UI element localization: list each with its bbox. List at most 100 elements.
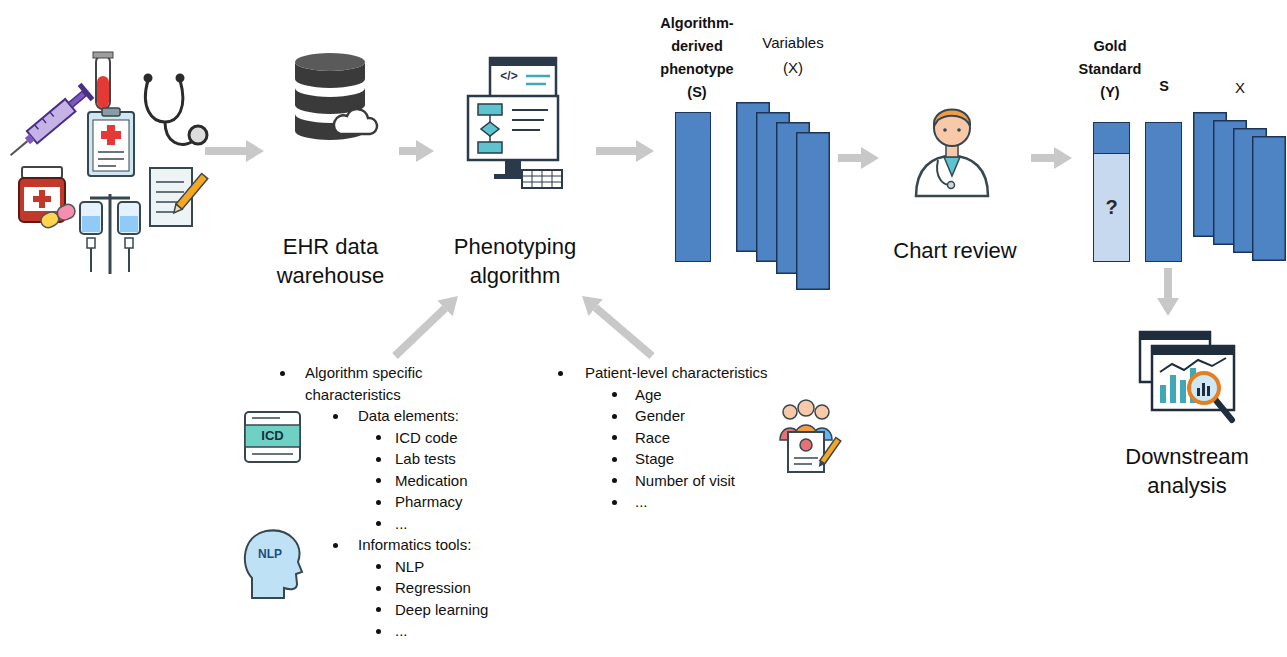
doctor-icon — [934, 110, 970, 127]
unknown-part: ? — [1094, 154, 1129, 261]
phenotype-bar: S — [1143, 5, 1185, 262]
list-text: Number of visit — [635, 472, 735, 489]
list-item: Stage — [552, 448, 817, 470]
computer-icon — [522, 170, 562, 188]
analytics-icon — [1160, 358, 1226, 372]
list-item: Lab tests — [275, 448, 540, 470]
list-item: Data elements: — [275, 405, 540, 427]
variable-stack: Variables (X) — [736, 30, 832, 292]
patients-icon — [798, 400, 814, 416]
flow-arrow — [596, 308, 652, 356]
patients-icon — [794, 457, 818, 459]
column-stack — [736, 102, 832, 292]
notepad-icon — [156, 191, 184, 193]
patients-icon — [820, 438, 841, 464]
algorithm-icon-node: Phenotyping algorithm — [440, 50, 590, 290]
list-text: Stage — [635, 450, 674, 467]
data-column — [1145, 122, 1182, 262]
notepad-icon — [156, 201, 178, 203]
list-text: Medication — [395, 472, 468, 489]
icon-caption-box: NLP — [250, 546, 290, 562]
nlp-head-icon — [245, 530, 302, 598]
capsule-icon — [39, 202, 78, 230]
list-item: Algorithm specific characteristics — [275, 362, 470, 405]
pill-bottle-icon — [22, 167, 62, 178]
list-text: Age — [635, 386, 662, 403]
list-text: ... — [395, 515, 408, 532]
list-text: ... — [635, 493, 648, 510]
computer-icon — [468, 58, 562, 188]
list-item: Informatics tools: — [275, 534, 540, 556]
bullet-list: Patient-level characteristicsAgeGenderRa… — [552, 362, 817, 513]
analytics-icon — [1140, 332, 1234, 420]
syringe-icon — [11, 141, 28, 155]
notepad-icon — [156, 211, 176, 213]
syringe-icon — [27, 99, 76, 143]
analytics-icon — [1152, 346, 1234, 410]
bullet — [333, 414, 338, 419]
doctor-icon — [934, 110, 970, 146]
column-heading: S — [1143, 75, 1185, 98]
icon-caption-box: ICD — [245, 427, 300, 444]
clipboard-icon — [88, 112, 134, 176]
computer-icon — [489, 136, 491, 142]
icon-text: ICD — [245, 427, 300, 444]
syringe-icon — [68, 91, 86, 107]
doctor-icon — [944, 157, 960, 176]
analytics-icon — [1207, 386, 1210, 396]
computer-icon — [478, 104, 502, 115]
list-text: Race — [635, 429, 670, 446]
bullet — [376, 478, 381, 483]
syringe-icon — [4, 83, 94, 163]
list-text: Data elements: — [358, 407, 459, 424]
bullet — [376, 564, 381, 569]
bullet — [558, 371, 563, 376]
patients-icon — [800, 439, 812, 451]
bullet — [612, 392, 617, 397]
analytics-icon — [1160, 385, 1166, 403]
test-tube-icon — [97, 76, 109, 108]
bullet — [612, 500, 617, 505]
doctor-icon — [948, 182, 955, 189]
flow-arrow — [1031, 154, 1054, 162]
iv-bag-icon — [120, 216, 138, 232]
patients-icon — [788, 432, 824, 472]
computer-icon — [478, 142, 502, 153]
bullet — [333, 543, 338, 548]
data-column — [797, 133, 830, 290]
stethoscope-icon — [177, 75, 183, 81]
computer-icon — [526, 83, 546, 86]
list-text: ICD code — [395, 429, 458, 446]
bullet-list: Algorithm specific characteristicsData e… — [275, 362, 540, 642]
data-column: ? — [1093, 122, 1130, 262]
patients-icon — [815, 405, 829, 419]
list-item: Deep learning — [275, 599, 540, 621]
iv-bag-icon — [87, 238, 95, 248]
computer-icon — [490, 58, 556, 66]
list-item: Pharmacy — [275, 491, 540, 513]
bullet — [376, 435, 381, 440]
list-item: Medication — [275, 470, 540, 492]
test-tube-icon — [93, 52, 113, 109]
flow-arrow — [1164, 268, 1172, 298]
database-icon — [334, 109, 377, 134]
bullet — [612, 478, 617, 483]
known-part — [1094, 123, 1129, 154]
bullet — [376, 457, 381, 462]
node-label: Downstream analysis — [1112, 442, 1262, 500]
iv-bag-icon — [128, 248, 130, 272]
list-item: NLP — [275, 556, 540, 578]
computer-icon — [489, 115, 491, 122]
doctor-icon — [916, 156, 988, 196]
flow-arrow — [205, 147, 246, 155]
flow-arrow — [399, 147, 416, 155]
iv-bag-icon — [90, 248, 92, 272]
node-label: Chart review — [885, 236, 1025, 265]
list-text: Patient-level characteristics — [585, 364, 768, 381]
flow-arrow — [838, 154, 861, 162]
flow-arrow — [596, 147, 636, 155]
doctor-icon — [916, 110, 988, 197]
list-text: Lab tests — [395, 450, 456, 467]
analytics-icon — [1202, 383, 1205, 396]
